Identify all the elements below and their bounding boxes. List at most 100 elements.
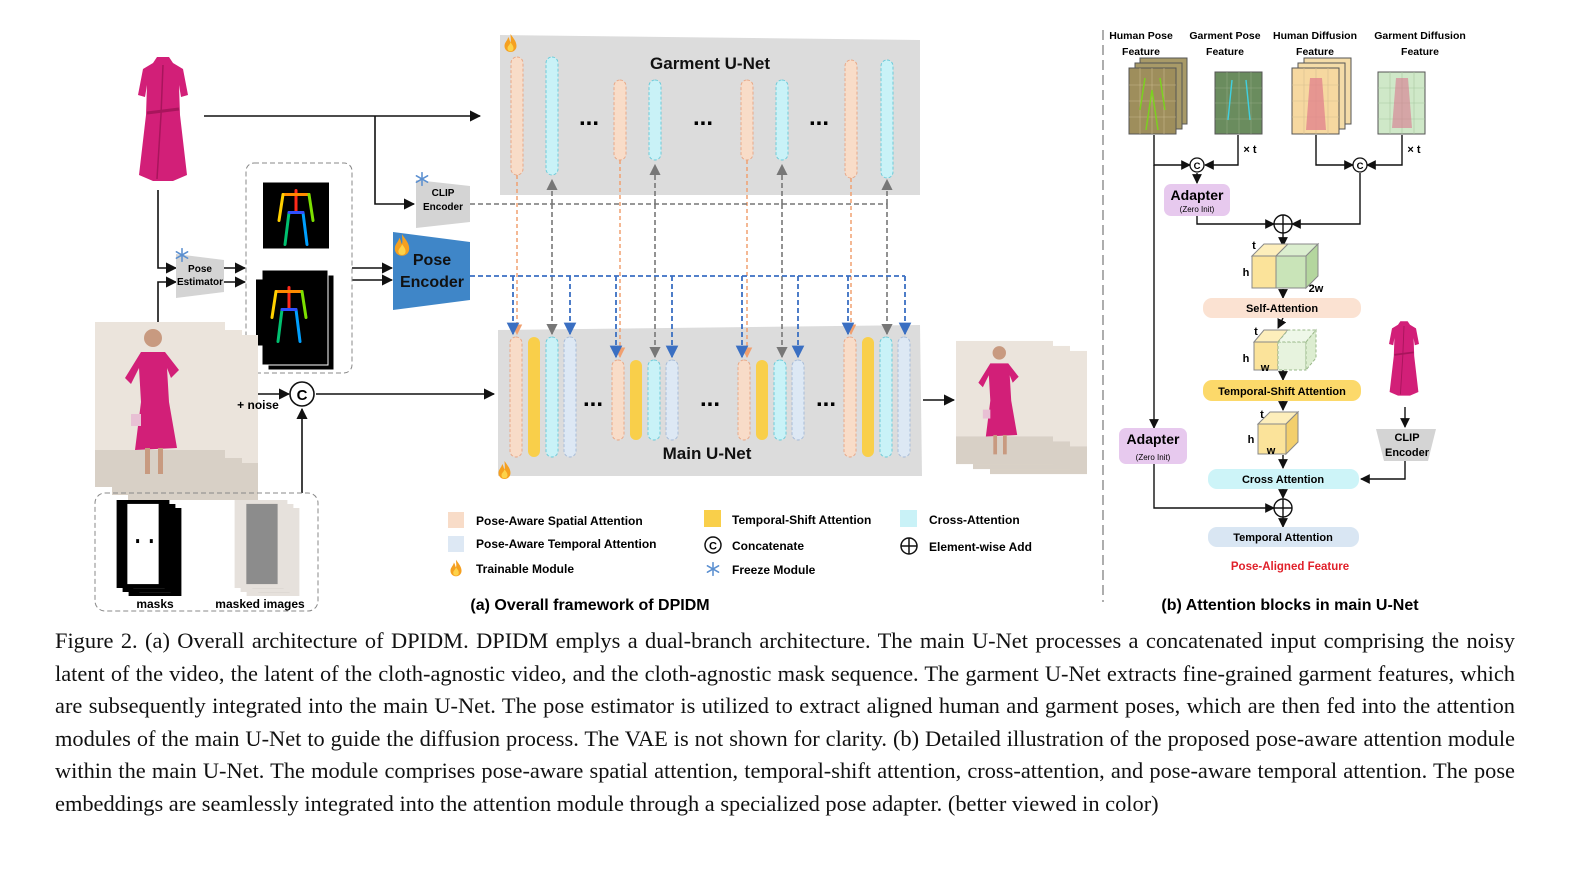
cross-attention-block (880, 59, 894, 179)
pose-estimator-line2: Estimator (177, 277, 223, 288)
garment-pose-feature-label: Feature (1206, 46, 1244, 58)
garment-pose-feature-grid (1214, 71, 1263, 135)
legend-concat-label: Concatenate (732, 539, 804, 553)
spatial-attention-block (611, 359, 625, 441)
garment-pose-map (263, 183, 329, 249)
temporal-shift-attention-label: Temporal-Shift Attention (1218, 386, 1346, 398)
spatial-attention-block (844, 59, 858, 179)
human-diffusion-feature-label: Feature (1296, 46, 1334, 58)
garment-image (1388, 320, 1420, 397)
spatial-attention-block (843, 336, 857, 458)
concatenate-node (1189, 157, 1205, 173)
adapter-zero-init: (Zero Init) (1180, 205, 1215, 214)
clip-encoder (416, 180, 470, 228)
legend-freeze-label: Freeze Module (732, 563, 816, 577)
cross-attention-block (648, 79, 662, 161)
pose-encoder[interactable] (393, 232, 470, 310)
dim-h-label: h (1248, 434, 1255, 446)
temporal-shift-attention-block (1203, 380, 1361, 401)
pose-encoder-line2: Encoder (400, 274, 464, 291)
garment-flow-arrows (157, 110, 956, 493)
cross-attention-block (775, 79, 789, 161)
adapter-label: Adapter (1127, 431, 1180, 447)
spatial-attention-block (613, 79, 627, 161)
figure-caption: Figure 2. (a) Overall architecture of DP… (55, 628, 1515, 816)
cross-attention-label: Cross Attention (1242, 474, 1324, 486)
masked-image-sequence (234, 500, 300, 596)
temporal-attention-block (897, 336, 911, 458)
main-unet-shape (498, 325, 922, 476)
temporal-attention-block (1208, 527, 1359, 547)
spatial-attention-block (740, 79, 754, 161)
concatenate-node (1352, 157, 1368, 173)
architecture-figure: Garment U-Net ... ... ... Main U-Net ... (94, 30, 1466, 614)
spatial-attention-block (510, 56, 524, 176)
output-video-frames (956, 340, 1087, 475)
human-pose-map-stack (256, 269, 335, 371)
cross-attention-block (545, 336, 559, 458)
legend-temporal-shift-label: Temporal-Shift Attention (732, 513, 871, 527)
human-pose-feature-stack (1128, 57, 1188, 135)
dim-w-label: w (1266, 445, 1276, 457)
temporal-attention-block (665, 359, 679, 441)
dim-w-label: w (1260, 362, 1270, 374)
panel-b: Human Pose Feature Garment Pose Feature … (1109, 30, 1466, 614)
legend-concat-symbol: C (709, 541, 717, 553)
main-unet-blocks: ... ... ... (509, 336, 911, 458)
dim-h-label: h (1243, 353, 1250, 365)
clip-encoder-line2: Encoder (423, 202, 463, 213)
dim-t-label: t (1252, 240, 1256, 252)
temporal-shift-block (756, 360, 768, 440)
mask-sequence (116, 500, 182, 596)
temporal-attention-block (563, 336, 577, 458)
adapter-block (1164, 184, 1230, 216)
ellipsis: ... (809, 104, 829, 131)
cross-attention-block (773, 359, 787, 441)
temporal-shift-block (528, 337, 540, 457)
concatenate-symbol: C (1194, 161, 1201, 172)
cross-attention-block (879, 336, 893, 458)
garment-image (136, 55, 190, 183)
legend-temporal-swatch (448, 536, 464, 552)
legend-spatial-label: Pose-Aware Spatial Attention (476, 514, 643, 528)
concatenate-node (289, 381, 315, 407)
garment-unet-shape (500, 35, 920, 195)
temporal-attention-block (791, 359, 805, 441)
feature-cube-2w (1250, 242, 1320, 290)
dim-t-label: t (1254, 326, 1258, 338)
self-attention-label: Self-Attention (1246, 303, 1318, 315)
legend-temporal-shift-swatch (704, 510, 721, 527)
masks-label: masks (136, 597, 174, 611)
concatenate-symbol: C (297, 387, 308, 404)
spatial-attention-block (509, 336, 523, 458)
legend-cross-swatch (900, 510, 917, 527)
feature-cube-w (1252, 328, 1318, 372)
pose-encoder-line1: Pose (413, 252, 451, 269)
pose-aligned-feature-label: Pose-Aligned Feature (1231, 561, 1349, 573)
panel-b-title: (b) Attention blocks in main U-Net (1161, 597, 1419, 614)
temporal-shift-block (630, 360, 642, 440)
legend: Pose-Aware Spatial Attention Pose-Aware … (448, 510, 1032, 577)
human-diffusion-feature-stack (1291, 57, 1352, 135)
ellipsis: ... (700, 385, 720, 412)
temporal-attention-label: Temporal Attention (1233, 532, 1333, 544)
garment-unet-blocks: ... ... ... (510, 56, 894, 179)
legend-add-label: Element-wise Add (929, 540, 1032, 554)
garment-diffusion-feature-grid (1377, 71, 1426, 135)
garment-pose-feature-label: Garment Pose (1189, 30, 1260, 42)
pose-estimator (176, 254, 224, 298)
ellipsis: ... (693, 104, 713, 131)
mask-inputs-box (94, 492, 319, 612)
pose-embedding-connections (470, 275, 912, 359)
times-t-label: × t (1243, 144, 1256, 156)
dim-h-label: h (1243, 267, 1250, 279)
panel-a: Garment U-Net ... ... ... Main U-Net ... (94, 34, 1087, 614)
cross-attention-block (545, 56, 559, 176)
human-diffusion-feature-label: Human Diffusion (1273, 30, 1357, 42)
dim-t-label: t (1260, 409, 1264, 421)
legend-spatial-swatch (448, 512, 464, 528)
legend-cross-label: Cross-Attention (929, 513, 1020, 527)
adapter-zero-init: (Zero Init) (1136, 453, 1171, 462)
adapter-block (1119, 428, 1187, 464)
clip-feature-connections (470, 163, 893, 359)
